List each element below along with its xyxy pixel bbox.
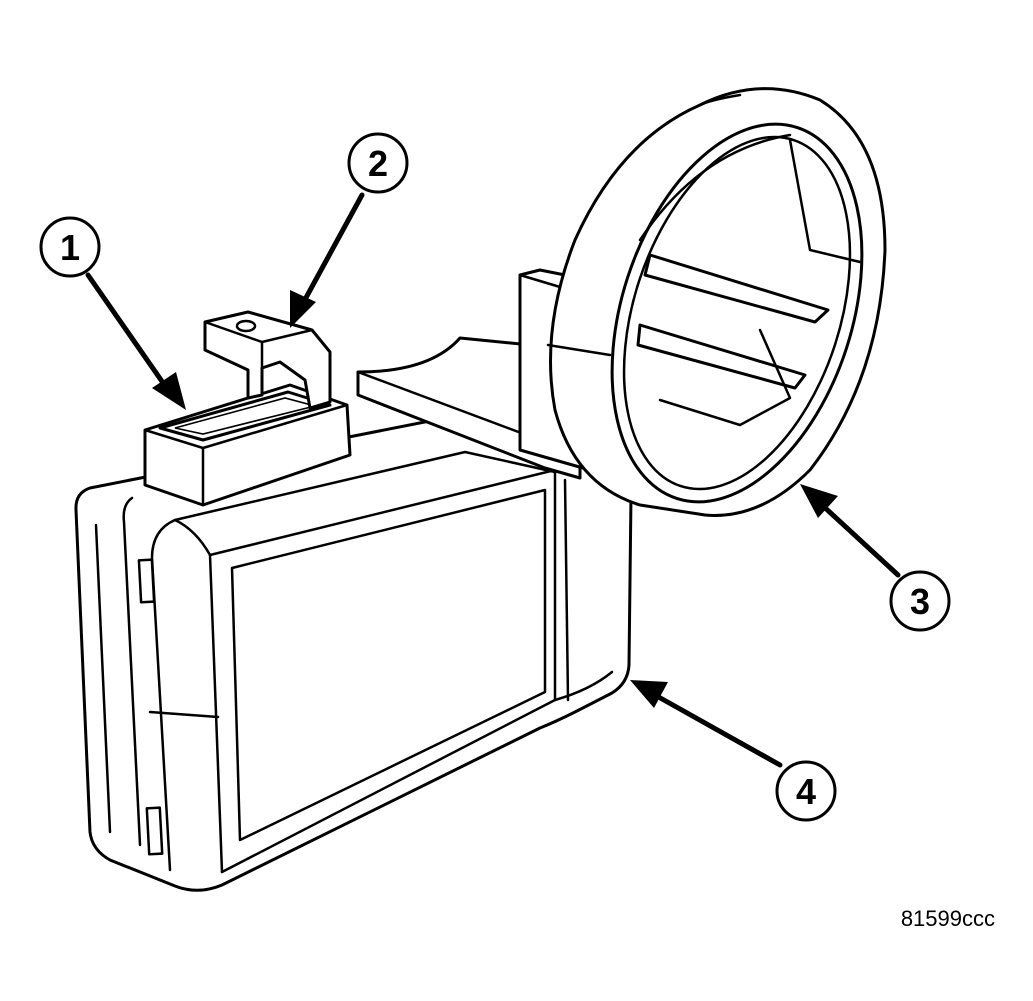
- callout-3-label: 3: [910, 581, 930, 622]
- arrowhead-3-icon: [800, 484, 838, 518]
- leader-3: [819, 502, 901, 578]
- callout-2-label: 2: [368, 143, 388, 184]
- ring-sensor: [546, 87, 887, 517]
- callout-1-label: 1: [60, 227, 80, 268]
- leader-1: [85, 272, 171, 393]
- callout-4-label: 4: [796, 771, 816, 812]
- callout-4: 4: [775, 760, 837, 822]
- figure-id: 81599ccc: [901, 906, 995, 931]
- leader-2: [299, 192, 365, 308]
- arrowhead-2-icon: [290, 290, 316, 328]
- callout-3: 3: [889, 570, 951, 632]
- arrowhead-4-icon: [630, 680, 668, 708]
- leader-4: [652, 692, 783, 768]
- arrowhead-1-icon: [152, 372, 186, 410]
- module-housing: [74, 416, 633, 892]
- callout-1: 1: [39, 216, 101, 278]
- callout-leaders: [85, 192, 901, 768]
- callout-2: 2: [347, 132, 409, 194]
- mounting-tab: [203, 310, 332, 410]
